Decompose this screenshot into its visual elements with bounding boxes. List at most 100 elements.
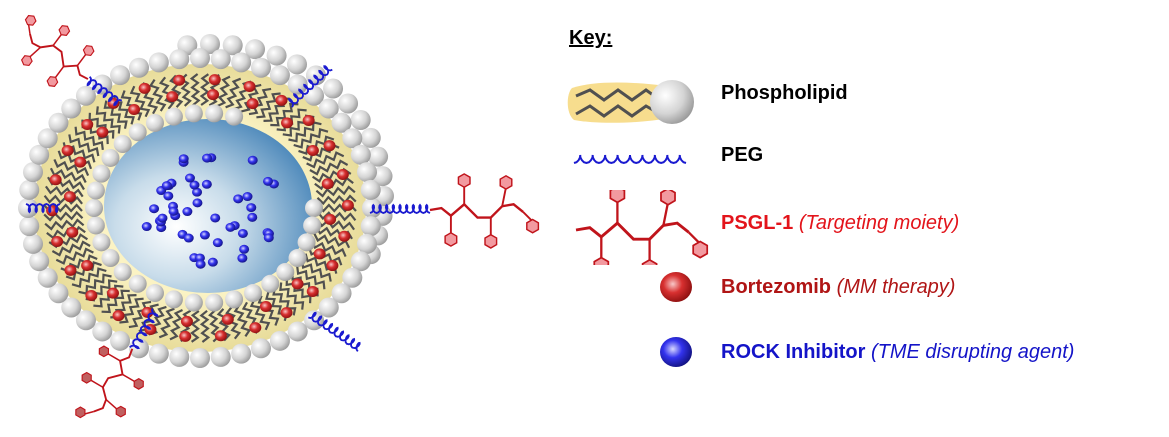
outer-phospholipid-head (331, 112, 352, 133)
inner-phospholipid-head (101, 249, 120, 268)
bortezomib-particle (243, 80, 256, 92)
rock-inhibitor-particle (247, 155, 258, 165)
inner-phospholipid-head (225, 107, 244, 126)
bortezomib-particle (313, 248, 326, 260)
key-item-bortezomib: Bortezomib (MM therapy) (721, 276, 955, 299)
outer-phospholipid-head (269, 65, 290, 86)
lipid-tail (225, 306, 242, 340)
outer-phospholipid-head (190, 348, 210, 368)
bortezomib-particle (64, 264, 77, 276)
key-item-rock-inhibitor: ROCK Inhibitor (TME disrupting agent) (721, 341, 1074, 364)
bortezomib-particle (306, 286, 319, 298)
key-label-name: PEG (721, 144, 764, 166)
bortezomib-particle (112, 310, 125, 322)
lipid-tail (148, 78, 167, 112)
rock-inhibitor-particle (178, 154, 189, 164)
lipid-tail (57, 150, 93, 170)
rock-inhibitor-particle (183, 233, 194, 243)
outer-phospholipid-head (169, 49, 190, 70)
phospholipid-head (360, 127, 381, 148)
lipid-tail (68, 134, 100, 157)
outer-phospholipid-head (210, 49, 231, 70)
rock-inhibitor-particle (201, 179, 212, 189)
phospholipid-head (266, 45, 287, 66)
sugar-hexagon (75, 406, 86, 419)
outer-phospholipid-head (318, 297, 339, 318)
lipid-tail (43, 194, 83, 205)
psgl1-chain (575, 190, 709, 265)
sugar-hexagon (484, 233, 498, 249)
outer-phospholipid-head (250, 338, 271, 359)
bortezomib-particle (81, 118, 94, 130)
sugar-hexagon (593, 256, 610, 265)
outer-phospholipid-head (169, 346, 190, 367)
psgl1-chain (20, 14, 95, 87)
bortezomib-particle (336, 169, 349, 181)
inner-phospholipid-head (303, 216, 322, 235)
rock-inhibitor-particle (163, 191, 174, 201)
inner-phospholipid-head (205, 293, 224, 312)
rock-inhibitor-particle (207, 257, 218, 267)
phospholipid-head (372, 166, 393, 187)
key-item-peg: PEG (721, 144, 763, 167)
outer-phospholipid-head (250, 57, 271, 78)
rock-inhibitor-particle (192, 187, 203, 197)
lipid-tail (128, 300, 152, 329)
lipid-tail (169, 309, 183, 341)
lipid-tail (279, 282, 305, 310)
phospholipid-head (338, 93, 359, 114)
rock-inhibitor-particle (202, 153, 213, 163)
bortezomib-particle (179, 330, 192, 342)
outer-phospholipid-head (331, 283, 352, 304)
outer-phospholipid-head (148, 52, 169, 73)
psgl1-chain (429, 173, 540, 249)
bortezomib-particle (323, 140, 336, 152)
lipid-tail (74, 126, 104, 151)
rock-inhibitor-particle (237, 228, 248, 238)
bortezomib-particle (275, 94, 288, 106)
outer-phospholipid-head (110, 330, 131, 351)
phospholipid-head (287, 54, 307, 75)
bortezomib-particle (259, 300, 272, 312)
inner-phospholipid-head (86, 181, 105, 200)
outer-phospholipid-head (318, 98, 339, 119)
bortezomib-particle (246, 98, 259, 110)
outer-phospholipid-head (360, 216, 381, 237)
outer-phospholipid-head (22, 162, 43, 183)
inner-phospholipid-head (297, 233, 316, 252)
outer-phospholipid-head (37, 128, 58, 149)
peg-chain (308, 311, 361, 352)
phospholipid-head (245, 39, 266, 60)
lipid-tail (158, 307, 175, 339)
lipid-tail (189, 73, 201, 107)
rock-inhibitor-particle (263, 233, 274, 243)
bortezomib-particle (281, 117, 294, 129)
blue-sphere-icon (660, 337, 692, 367)
outer-phospholipid-head (75, 310, 96, 331)
inner-phospholipid-head (101, 148, 120, 167)
lipid-tail (270, 102, 299, 127)
outer-phospholipid-head (350, 251, 371, 272)
outer-phospholipid-head (48, 112, 69, 133)
surface-ligands (20, 14, 540, 419)
rock-inhibitor-particle (195, 259, 206, 269)
lipid-tail (306, 151, 345, 169)
outer-phospholipid-head (357, 162, 378, 183)
inner-phospholipid-head (276, 263, 295, 282)
lipid-tail (307, 246, 343, 266)
lipid-tail (55, 247, 94, 265)
rock-inhibitor-particle (210, 213, 221, 223)
lipid-tail (43, 210, 84, 222)
sugar-hexagon (24, 14, 37, 26)
bortezomib-particle (61, 144, 74, 156)
lipid-tail (199, 73, 210, 106)
inner-phospholipid-head (225, 290, 244, 309)
lipid-tail (158, 76, 175, 110)
lipid-tail (129, 85, 151, 118)
rock-inhibitor-particle (184, 173, 195, 183)
lipid-tail (169, 74, 184, 108)
outer-phospholipid-head (110, 65, 131, 86)
inner-phospholipid-head (85, 199, 103, 217)
inner-phospholipid-head (145, 284, 164, 303)
lipid-tail (190, 310, 201, 343)
